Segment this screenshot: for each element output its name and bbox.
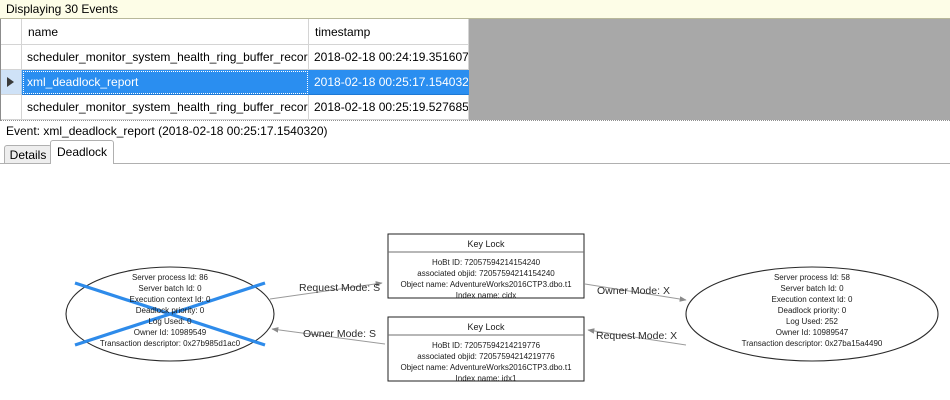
row-header[interactable] (1, 70, 22, 95)
cell-event-name[interactable]: xml_deadlock_report (22, 70, 309, 95)
left-process-line-6: Transaction descriptor: 0x27b985d1ac0 (100, 339, 241, 348)
top-key-lock-node[interactable]: Key Lock HoBt ID: 72057594214154240 asso… (387, 233, 585, 300)
left-process-line-5: Owner Id: 10989549 (134, 328, 207, 337)
right-process-line-4: Log Used: 252 (786, 317, 839, 326)
table-row[interactable]: scheduler_monitor_system_health_ring_buf… (1, 45, 469, 70)
top-key-lock-line-1: associated objid: 72057594214154240 (417, 269, 555, 278)
right-process-line-6: Transaction descriptor: 0x27ba15a4490 (742, 339, 883, 348)
cell-event-timestamp-text: 2018-02-18 00:24:19.3516078 (314, 50, 469, 64)
left-process-line-0: Server process Id: 86 (132, 273, 209, 282)
left-process-node[interactable]: Server process Id: 86 Server batch Id: 0… (65, 266, 275, 362)
bottom-key-lock-line-0: HoBt ID: 72057594214219776 (432, 341, 541, 350)
row-header[interactable] (1, 45, 22, 70)
cell-event-timestamp[interactable]: 2018-02-18 00:24:19.3516078 (309, 45, 469, 70)
cell-event-name-text: scheduler_monitor_system_health_ring_buf… (27, 50, 309, 64)
tab-details[interactable]: Details (4, 145, 52, 164)
top-key-lock-line-0: HoBt ID: 72057594214154240 (432, 258, 541, 267)
deadlock-graph: top key lock --> Request Mode: S left pr… (65, 233, 939, 383)
cell-event-name-text: xml_deadlock_report (27, 75, 139, 89)
bottom-key-lock-box[interactable] (387, 316, 585, 382)
cell-event-name-text: scheduler_monitor_system_health_ring_buf… (27, 100, 309, 114)
victim-cross-icon (74, 281, 266, 347)
edge-top-owner-right-label: Owner Mode: X (597, 285, 670, 297)
edge-left-request-top-label: Request Mode: S (299, 282, 380, 294)
column-header-timestamp-label: timestamp (315, 24, 371, 39)
edge-right-request-bottom-label: Request Mode: X (596, 330, 677, 342)
tab-deadlock[interactable]: Deadlock (50, 140, 114, 164)
top-key-lock-title: Key Lock (467, 239, 505, 249)
events-status-bar: Displaying 30 Events (0, 0, 950, 19)
deadlock-graph-canvas[interactable]: top key lock --> Request Mode: S left pr… (0, 163, 950, 400)
row-header[interactable] (1, 95, 22, 120)
right-process-line-0: Server process Id: 58 (774, 273, 851, 282)
bottom-key-lock-title: Key Lock (467, 322, 505, 332)
right-process-line-3: Deadlock priority: 0 (778, 306, 847, 315)
table-row[interactable]: scheduler_monitor_system_health_ring_buf… (1, 95, 469, 120)
detail-tab-strip: Details Deadlock (0, 140, 950, 164)
cell-event-name[interactable]: scheduler_monitor_system_health_ring_buf… (22, 45, 309, 70)
edge-left-request-top: Request Mode: S (269, 281, 383, 300)
edge-bottom-owner-left: Owner Mode: S (271, 327, 386, 345)
tab-deadlock-label: Deadlock (56, 145, 108, 159)
right-process-line-2: Execution context Id: 0 (772, 295, 853, 304)
event-detail-caption: Event: xml_deadlock_report (2018-02-18 0… (6, 124, 328, 138)
tab-details-label: Details (9, 148, 47, 162)
left-process-line-4: Log Used: 0 (148, 317, 192, 326)
top-key-lock-box[interactable] (387, 233, 585, 299)
grid-header-row: name timestamp (1, 19, 469, 45)
grid-corner-cell (1, 19, 22, 45)
row-selector-arrow-icon (7, 77, 14, 87)
right-process-line-5: Owner Id: 10989547 (776, 328, 849, 337)
top-key-lock-line-2: Object name: AdventureWorks2016CTP3.dbo.… (400, 280, 572, 289)
cell-event-timestamp-text: 2018-02-18 00:25:17.1540320 (314, 75, 469, 89)
cell-event-timestamp[interactable]: 2018-02-18 00:25:19.5276859 (309, 95, 469, 120)
bottom-key-lock-line-2: Object name: AdventureWorks2016CTP3.dbo.… (400, 363, 572, 372)
event-detail-caption-bar: Event: xml_deadlock_report (2018-02-18 0… (0, 120, 950, 140)
events-grid[interactable]: name timestamp scheduler_monitor_system_… (0, 19, 950, 120)
bottom-key-lock-node[interactable]: Key Lock HoBt ID: 72057594214219776 asso… (387, 316, 585, 383)
bottom-key-lock-line-3: Index name: idx1 (456, 374, 517, 383)
edge-top-owner-right: Owner Mode: X (584, 283, 687, 302)
left-process-line-3: Deadlock priority: 0 (136, 306, 205, 315)
column-header-timestamp[interactable]: timestamp (309, 19, 469, 45)
right-process-oval[interactable] (685, 266, 939, 362)
events-status-label: Displaying 30 Events (6, 2, 119, 16)
column-header-name-label: name (28, 24, 59, 39)
cell-event-name[interactable]: scheduler_monitor_system_health_ring_buf… (22, 95, 309, 120)
top-key-lock-line-3: Index name: cidx (456, 291, 516, 300)
column-header-name[interactable]: name (22, 19, 309, 45)
right-process-line-1: Server batch Id: 0 (780, 284, 844, 293)
left-process-line-2: Execution context Id: 0 (130, 295, 211, 304)
bottom-key-lock-line-1: associated objid: 72057594214219776 (417, 352, 555, 361)
cell-event-timestamp[interactable]: 2018-02-18 00:25:17.1540320 (309, 70, 469, 95)
edge-right-request-bottom: Request Mode: X (587, 328, 687, 346)
table-row-selected[interactable]: xml_deadlock_report 2018-02-18 00:25:17.… (1, 70, 469, 95)
edge-bottom-owner-left-label: Owner Mode: S (303, 328, 376, 340)
right-process-node[interactable]: Server process Id: 58 Server batch Id: 0… (685, 266, 939, 362)
left-process-line-1: Server batch Id: 0 (138, 284, 202, 293)
cell-event-timestamp-text: 2018-02-18 00:25:19.5276859 (314, 100, 469, 114)
